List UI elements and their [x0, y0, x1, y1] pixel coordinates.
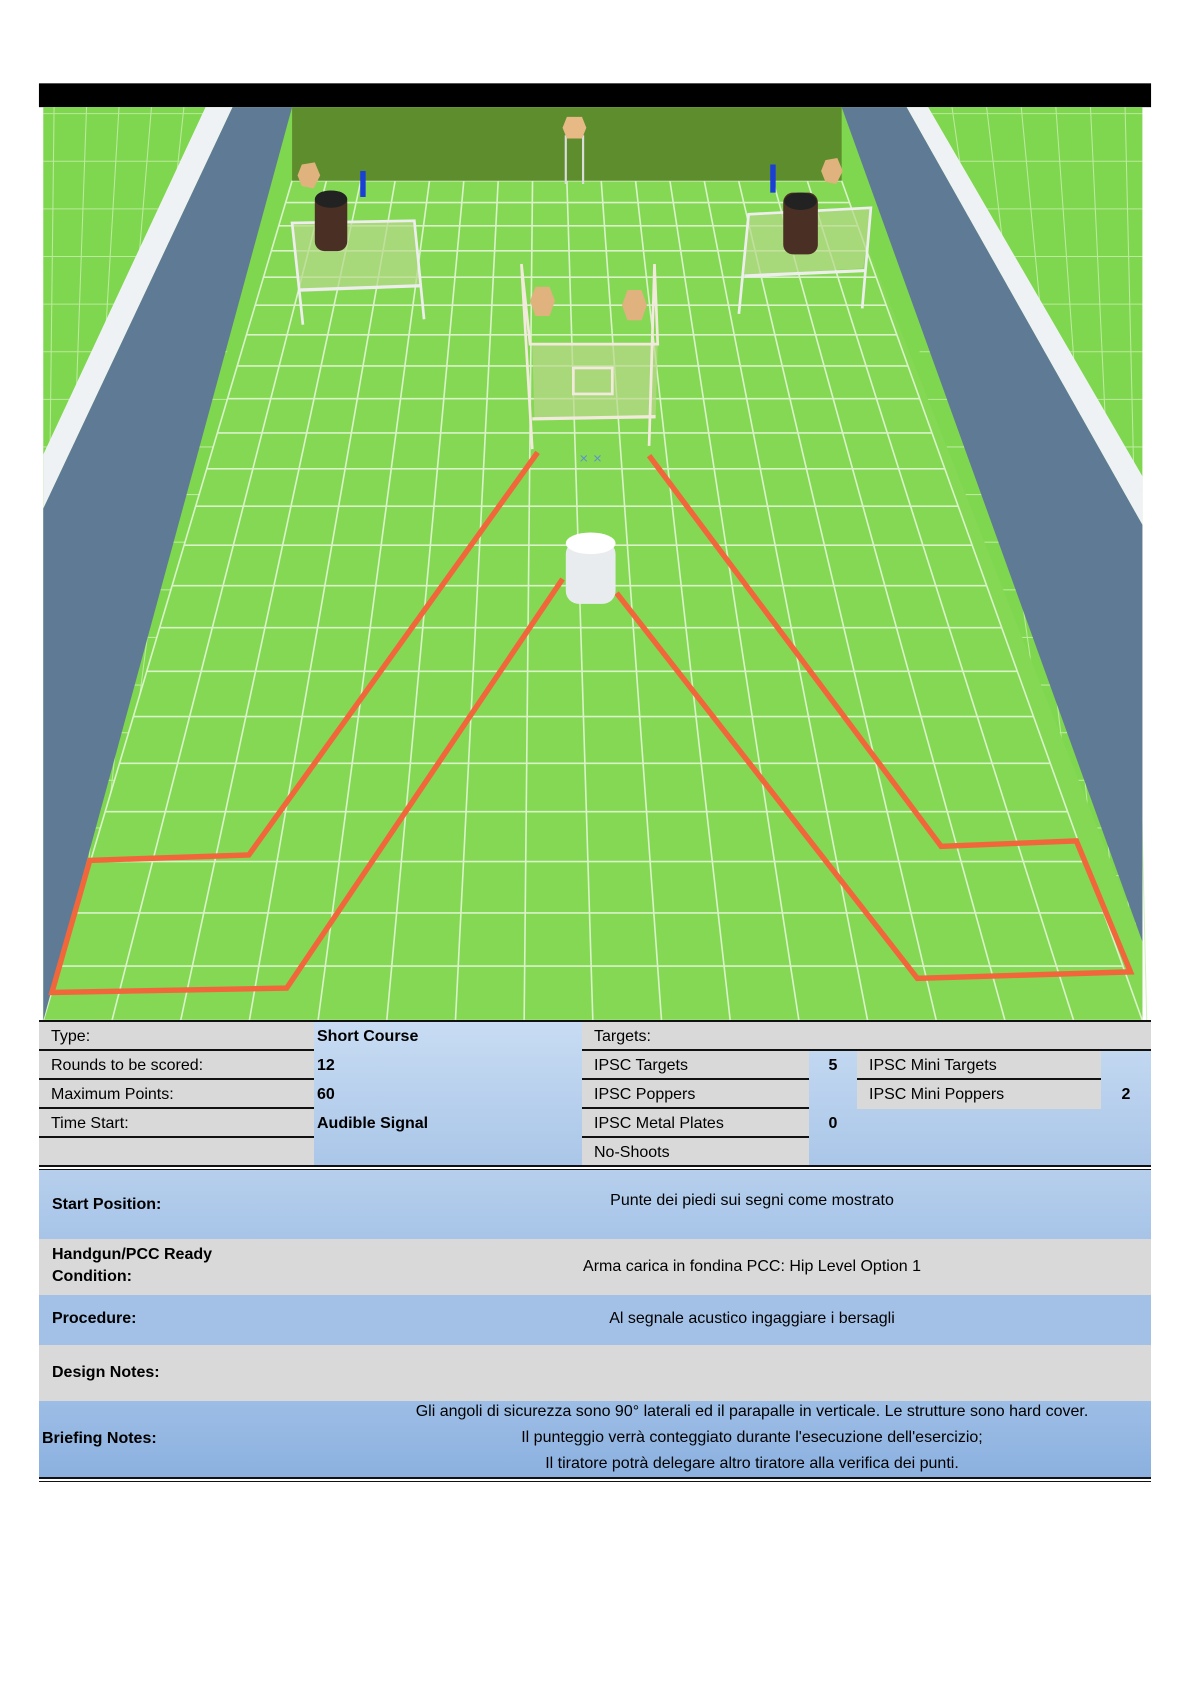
ipsc-poppers-label: IPSC Poppers [582, 1080, 809, 1109]
procedure-value: Al segnale acustico ingaggiare i bersagl… [609, 1310, 895, 1327]
grid-line [806, 180, 1075, 1021]
left-wall [43, 107, 293, 1021]
ipsc-mini-targets-label: IPSC Mini Targets [857, 1051, 1101, 1080]
design-notes-row: Design Notes: [39, 1345, 1151, 1401]
grid-line [317, 180, 431, 1021]
grid-line [111, 180, 328, 1021]
rounds-label: Rounds to be scored: [39, 1051, 314, 1080]
floor-grid [42, 179, 1144, 1022]
ipsc-metal-plates-value: 0 [828, 1115, 838, 1132]
start-position-label: Start Position: [52, 1196, 162, 1213]
fault-line-right [614, 454, 1135, 982]
ipsc-targets-label: IPSC Targets [582, 1051, 809, 1080]
max-points-value: 60 [317, 1086, 335, 1103]
fault-line-left [48, 450, 565, 996]
grid-line [385, 180, 465, 1021]
right-wall [841, 107, 1143, 942]
procedure-row: Procedure: Al segnale acustico ingaggiar… [39, 1295, 1151, 1345]
grid-line [669, 180, 800, 1021]
barrel [565, 532, 616, 604]
max-points-label: Maximum Points: [39, 1080, 314, 1109]
ready-condition-label: Handgun/PCC Ready Condition: [52, 1246, 213, 1285]
popper-right [770, 164, 776, 193]
grid-line [772, 180, 1006, 1021]
ready-condition-row: Handgun/PCC Ready Condition: Arma carica… [39, 1239, 1151, 1295]
grid-line [523, 180, 534, 1021]
targets-label: Targets: [582, 1022, 1151, 1051]
popper-left [360, 170, 366, 197]
grid-line [179, 180, 362, 1021]
ipsc-targets-value: 5 [828, 1057, 838, 1074]
ipsc-metal-plates-label: IPSC Metal Plates [582, 1109, 809, 1138]
briefing-notes-row: Briefing Notes: Gli angoli di sicurezza … [39, 1401, 1151, 1477]
grid-line [454, 180, 499, 1021]
time-start-label: Time Start: [39, 1109, 314, 1138]
start-position-row: Start Position: Punte dei piedi sui segn… [39, 1170, 1151, 1239]
grid-line [634, 180, 732, 1021]
briefing-notes-line-1: Gli angoli di sicurezza sono 90° lateral… [415, 1403, 1089, 1420]
type-value: Short Course [317, 1028, 419, 1045]
right-barricade [737, 158, 873, 314]
grid-line [600, 180, 663, 1021]
fault-lines [48, 450, 1135, 996]
ipsc-mini-poppers-value: 2 [1121, 1086, 1131, 1103]
procedure-label: Procedure: [52, 1310, 137, 1327]
start-marks: × × [579, 451, 603, 465]
ipsc-mini-poppers-label: IPSC Mini Poppers [857, 1080, 1101, 1109]
briefing-notes-label: Briefing Notes: [42, 1430, 157, 1447]
start-position-value: Punte dei piedi sui segni come mostrato [610, 1192, 894, 1209]
bottom-divider [39, 1477, 1151, 1482]
time-start-value: Audible Signal [317, 1115, 429, 1132]
header-bar [38, 83, 1152, 108]
center-port-structure: × × [520, 263, 660, 465]
design-notes-label: Design Notes: [52, 1364, 160, 1381]
ready-condition-value: Arma carica in fondina PCC: Hip Level Op… [583, 1258, 921, 1275]
no-shoots-label: No-Shoots [582, 1138, 809, 1166]
grid-line [248, 180, 396, 1021]
divider [39, 1165, 1151, 1170]
briefing-notes-line-2: Il punteggio verrà conteggiato durante l… [521, 1429, 983, 1446]
left-barricade [290, 162, 426, 325]
back-target [562, 116, 587, 184]
briefing-notes-line-3: Il tiratore potrà delegare altro tirator… [545, 1455, 959, 1472]
rounds-value: 12 [317, 1057, 335, 1074]
type-label: Type: [39, 1022, 314, 1051]
empty-label-cell [39, 1138, 314, 1166]
grid-line [737, 180, 938, 1021]
summary-table: Type: Short Course Targets: Rounds to be… [39, 1020, 1151, 1166]
